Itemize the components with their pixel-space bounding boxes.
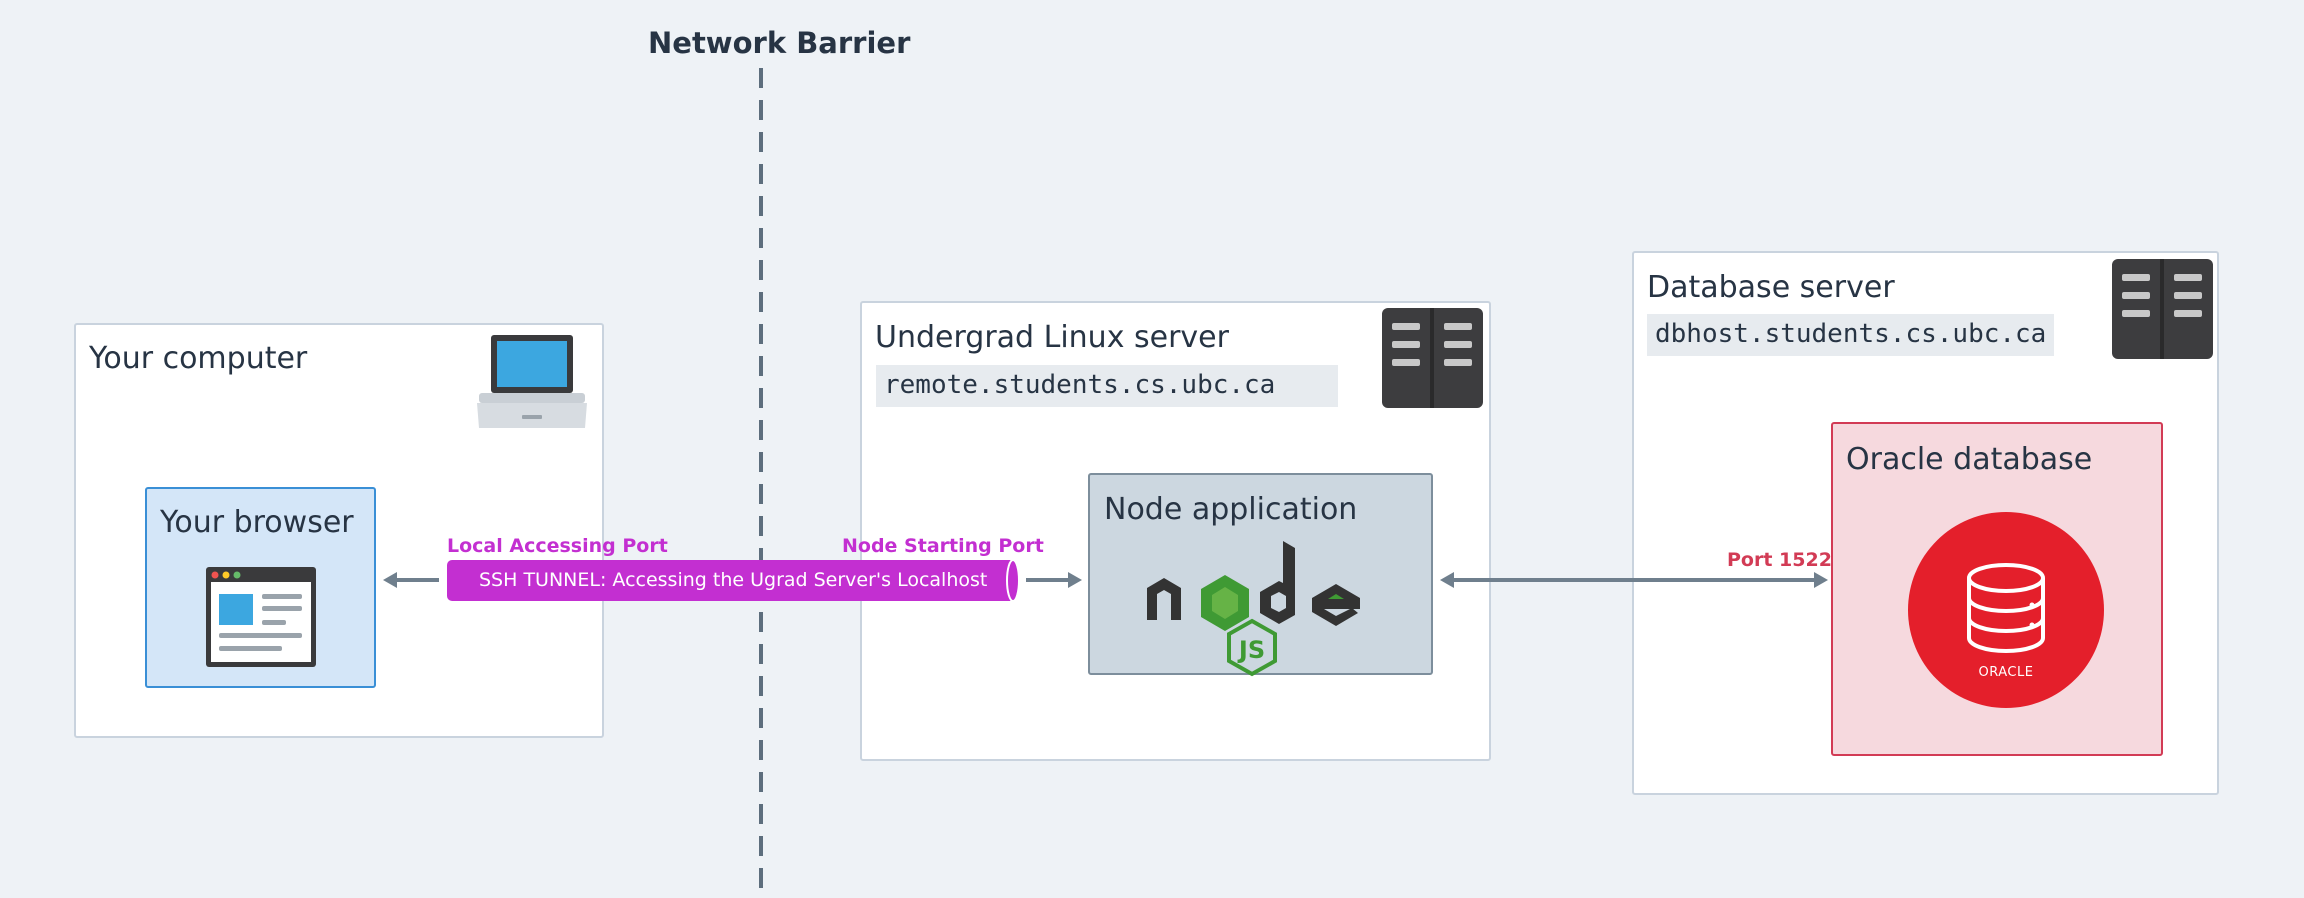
node-js-logo: JS	[1147, 541, 1360, 677]
oracle-database-logo	[1908, 512, 2104, 708]
laptop-icon	[477, 335, 587, 428]
port-1522-label: Port 1522	[1727, 549, 1832, 571]
server-rack-icon	[1382, 308, 1483, 408]
ssh-tunnel-label: SSH TUNNEL: Accessing the Ugrad Server's…	[479, 569, 988, 591]
svg-text:JS: JS	[1237, 636, 1265, 664]
database-server-hostname: dbhost.students.cs.ubc.ca	[1647, 314, 2055, 356]
network-barrier-title: Network Barrier	[648, 26, 911, 60]
arrow-to-node-app	[1026, 572, 1082, 588]
arrow-node-to-oracle	[1440, 572, 1828, 588]
server-rack-icon	[2112, 259, 2213, 359]
database-server-title: Database server	[1647, 270, 1895, 305]
your-browser-title: Your browser	[160, 505, 354, 540]
node-application-box	[1088, 473, 1433, 675]
your-computer-title: Your computer	[89, 341, 308, 376]
local-accessing-port-label: Local Accessing Port	[447, 535, 668, 557]
oracle-logo-text: ORACLE	[1978, 665, 2034, 680]
browser-window-icon	[206, 567, 316, 667]
node-application-title: Node application	[1104, 492, 1358, 527]
undergrad-linux-server-title: Undergrad Linux server	[875, 320, 1229, 355]
oracle-database-title: Oracle database	[1846, 442, 2093, 477]
ssh-tunnel	[447, 559, 1020, 602]
linux-server-hostname: remote.students.cs.ubc.ca	[876, 365, 1338, 407]
arrow-to-browser	[383, 572, 439, 588]
node-starting-port-label: Node Starting Port	[842, 535, 1044, 557]
